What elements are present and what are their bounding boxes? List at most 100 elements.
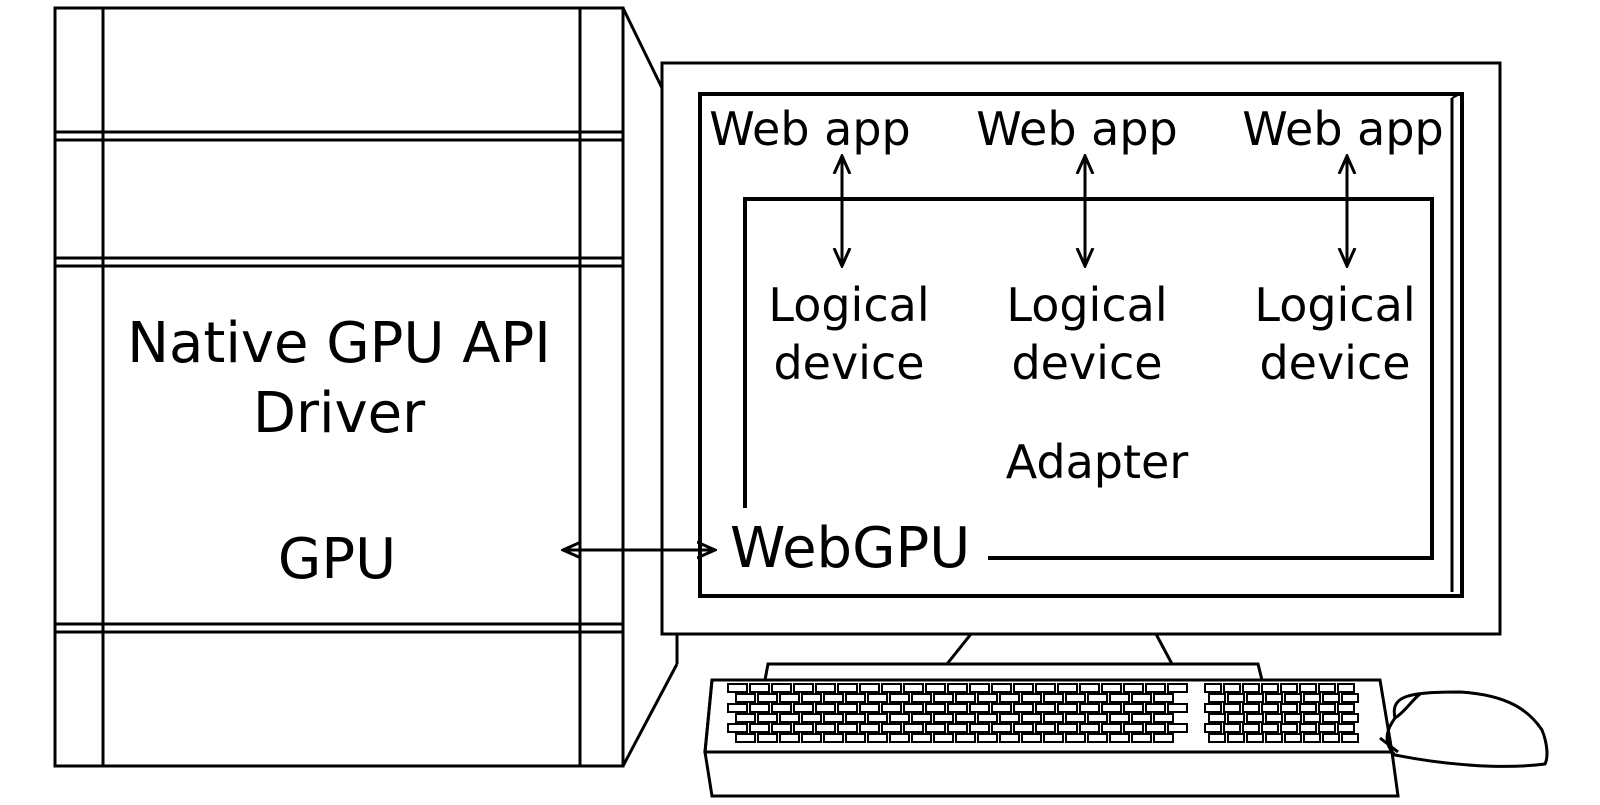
- keyboard-key: [749, 703, 770, 713]
- keyboard-key: [991, 703, 1012, 713]
- keyboard-key: [1284, 693, 1302, 703]
- keyboard-key: [1057, 723, 1078, 733]
- keyboard-key: [771, 703, 792, 713]
- keyboard-key: [793, 723, 814, 733]
- keyboard-key: [1337, 723, 1355, 733]
- keyboard-key: [1153, 733, 1174, 743]
- keyboard-key: [947, 683, 968, 693]
- keyboard-key: [815, 703, 836, 713]
- keyboard-key: [815, 683, 836, 693]
- keyboard-key: [1227, 713, 1245, 723]
- keyboard-key: [911, 713, 932, 723]
- logical-device-1-line2: device: [773, 336, 924, 390]
- keyboard-key: [969, 723, 990, 733]
- keyboard: [703, 662, 1400, 798]
- keyboard-key: [837, 703, 858, 713]
- keyboard-key: [1280, 683, 1298, 693]
- keyboard-key: [727, 723, 748, 733]
- keyboard-key: [1153, 713, 1174, 723]
- keyboard-key: [779, 733, 800, 743]
- keyboard-key: [1242, 683, 1260, 693]
- keyboard-key: [771, 683, 792, 693]
- keyboard-key: [1280, 723, 1298, 733]
- keyboard-key: [793, 683, 814, 693]
- adapter-label: Adapter: [1006, 435, 1189, 489]
- keyboard-key: [933, 733, 954, 743]
- keyboard-key: [1043, 693, 1064, 703]
- keyboard-key: [1087, 733, 1108, 743]
- keyboard-key: [1123, 703, 1144, 713]
- keyboard-key: [1087, 713, 1108, 723]
- keyboard-key: [1318, 703, 1336, 713]
- keyboard-key: [1079, 723, 1100, 733]
- keyboard-key: [1227, 733, 1245, 743]
- keyboard-key: [1246, 693, 1264, 703]
- keyboard-key: [881, 723, 902, 733]
- keyboard-key: [749, 723, 770, 733]
- keyboard-key: [1013, 723, 1034, 733]
- keyboard-key: [1303, 713, 1321, 723]
- keyboard-key: [903, 683, 924, 693]
- keyboard-key: [977, 713, 998, 723]
- keyboard-key: [1322, 713, 1340, 723]
- keyboard-key: [801, 733, 822, 743]
- keyboard-key: [793, 703, 814, 713]
- keyboard-key: [1280, 703, 1298, 713]
- webgpu-label: WebGPU: [730, 516, 970, 581]
- pc-tower: [53, 6, 679, 768]
- keyboard-key: [845, 693, 866, 703]
- keyboard-key: [837, 683, 858, 693]
- keyboard-key: [1079, 703, 1100, 713]
- keyboard-key: [1227, 693, 1245, 703]
- keyboard-key: [837, 723, 858, 733]
- keyboard-key: [1303, 733, 1321, 743]
- keyboard-key: [1101, 703, 1122, 713]
- web-app-label-3: Web app: [1242, 102, 1444, 156]
- keyboard-key: [1204, 683, 1222, 693]
- keyboard-key: [1341, 693, 1359, 703]
- keyboard-key: [1167, 703, 1188, 713]
- keyboard-key: [801, 693, 822, 703]
- keyboard-key: [977, 693, 998, 703]
- keyboard-key: [757, 693, 778, 703]
- keyboard-key: [1057, 703, 1078, 713]
- keyboard-key: [1299, 723, 1317, 733]
- keyboard-key: [1341, 713, 1359, 723]
- keyboard-key: [1337, 703, 1355, 713]
- keyboard-key: [1043, 713, 1064, 723]
- keyboard-key: [867, 693, 888, 703]
- keyboard-key: [779, 693, 800, 703]
- keyboard-key: [1131, 733, 1152, 743]
- webgpu-adapter-box: [743, 197, 1434, 560]
- keyboard-key: [1284, 713, 1302, 723]
- keyboard-key: [1035, 723, 1056, 733]
- keyboard-key: [1223, 703, 1241, 713]
- keyboard-key: [867, 713, 888, 723]
- keyboard-key: [903, 723, 924, 733]
- keyboard-key: [1131, 713, 1152, 723]
- keyboard-key: [1057, 683, 1078, 693]
- keyboard-key: [1021, 733, 1042, 743]
- keyboard-key: [779, 713, 800, 723]
- keyboard-key: [991, 683, 1012, 693]
- keyboard-key: [889, 733, 910, 743]
- keyboard-key: [1318, 683, 1336, 693]
- keyboard-key: [925, 723, 946, 733]
- keyboard-key: [933, 713, 954, 723]
- keyboard-key: [911, 693, 932, 703]
- keyboard-key: [757, 713, 778, 723]
- keyboard-key: [1109, 713, 1130, 723]
- keyboard-key: [1021, 693, 1042, 703]
- keyboard-key: [1035, 683, 1056, 693]
- keyboard-key: [1246, 713, 1264, 723]
- logical-device-1-line1: Logical: [768, 278, 929, 332]
- keyboard-key: [1265, 693, 1283, 703]
- logical-device-2-line2: device: [1011, 336, 1162, 390]
- keyboard-key: [1208, 713, 1226, 723]
- keyboard-key: [823, 693, 844, 703]
- logical-device-2-line1: Logical: [1006, 278, 1167, 332]
- keyboard-key: [735, 693, 756, 703]
- keyboard-key: [845, 713, 866, 723]
- keyboard-key: [911, 733, 932, 743]
